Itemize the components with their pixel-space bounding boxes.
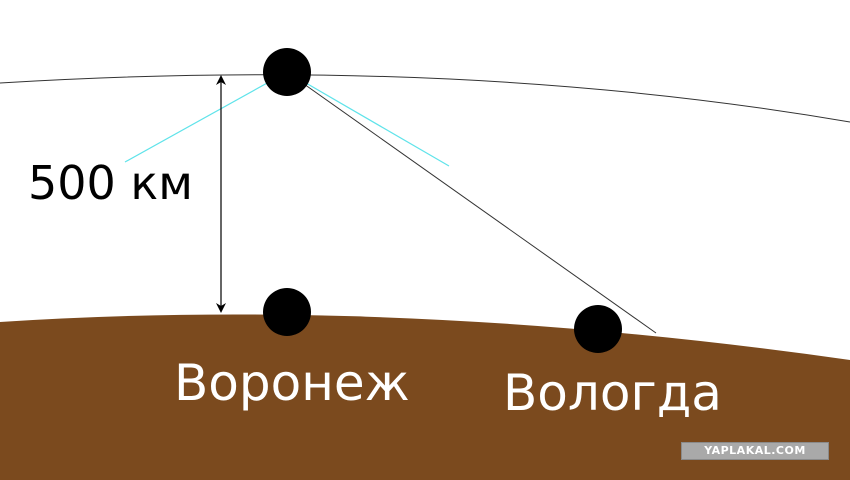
signal-ray-left bbox=[124, 71, 288, 163]
city-label-vologda: Вологда bbox=[503, 364, 722, 422]
line-of-sight bbox=[286, 71, 657, 334]
earth-surface bbox=[0, 314, 850, 480]
satellite-dot bbox=[263, 48, 311, 96]
city-label-voronezh: Воронеж bbox=[174, 354, 410, 412]
signal-ray-right bbox=[286, 71, 450, 167]
watermark: YAPLAKAL.COM bbox=[681, 442, 829, 460]
orbit-arc bbox=[0, 74, 850, 123]
city-dot-voronezh bbox=[263, 288, 311, 336]
distance-label: 500 км bbox=[28, 156, 193, 210]
city-dot-vologda bbox=[574, 305, 622, 353]
